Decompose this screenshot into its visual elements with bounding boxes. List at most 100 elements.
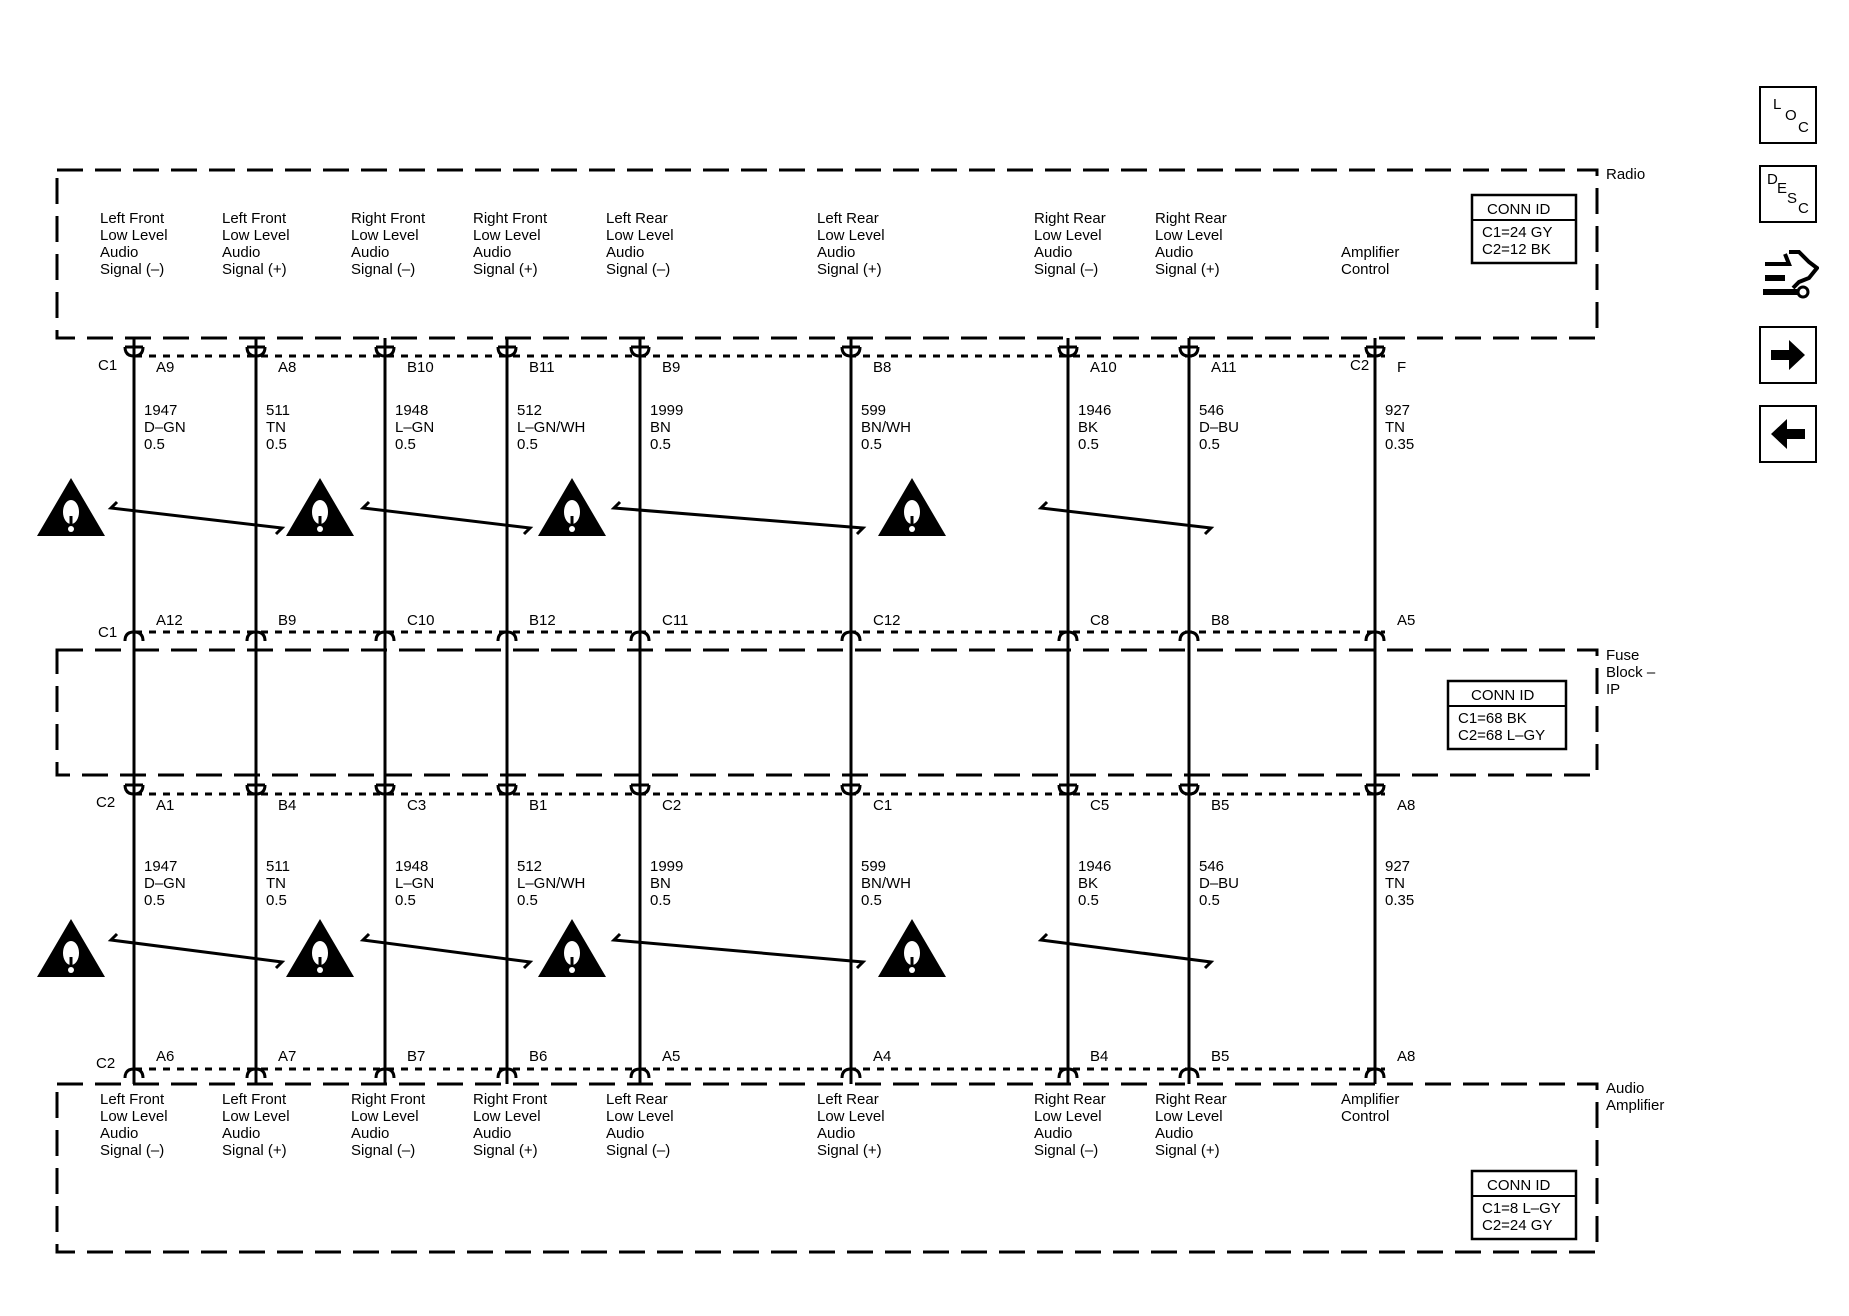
desc-button[interactable]: D E S C: [1759, 165, 1817, 223]
signal-label: Audio: [817, 1125, 855, 1142]
circuit-number: 512: [517, 858, 542, 875]
connector-terminal: [1057, 346, 1079, 358]
warning-icon: [37, 478, 105, 536]
pin-label: C12: [873, 612, 901, 629]
connector-terminal: [374, 630, 396, 642]
wire-size: 0.5: [266, 436, 287, 453]
pin-label: B9: [662, 359, 680, 376]
signal-label: Signal (–): [100, 1142, 164, 1159]
pin-label: B12: [529, 612, 556, 629]
fuse-conn-id-title: CONN ID: [1471, 687, 1535, 704]
warning-icon: [878, 919, 946, 977]
loc-letter-l: L: [1773, 96, 1782, 113]
pin-label: B4: [1090, 1048, 1108, 1065]
pin-label: A1: [156, 797, 174, 814]
wire-color: L–GN: [395, 875, 434, 892]
connector-terminal: [374, 784, 396, 796]
signal-label: Signal (+): [1155, 1142, 1220, 1159]
circuit-number: 1948: [395, 402, 428, 419]
pin-label: B5: [1211, 1048, 1229, 1065]
pin-label: A5: [1397, 612, 1415, 629]
circuit-number: 1947: [144, 402, 177, 419]
signal-label: Right Rear: [1155, 1091, 1227, 1108]
signal-label: Low Level: [606, 1108, 674, 1125]
pin-label: B6: [529, 1048, 547, 1065]
warning-icon: [538, 919, 606, 977]
pin-label: C2: [662, 797, 681, 814]
radio-conn-id-box: CONN ID C1=24 GY C2=12 BK: [1470, 193, 1578, 265]
arrow-left-button[interactable]: [1759, 405, 1817, 463]
pin-label: C3: [407, 797, 426, 814]
signal-label: Audio: [100, 1125, 138, 1142]
wire-size: 0.5: [395, 892, 416, 909]
connector-terminal: [1364, 346, 1386, 358]
signal-label: Signal (+): [817, 261, 882, 278]
signal-label: Signal (–): [100, 261, 164, 278]
loc-letter-c: C: [1798, 119, 1809, 136]
schematic-icon[interactable]: [1759, 244, 1820, 304]
signal-label: Audio: [606, 1125, 644, 1142]
desc-letter-s: S: [1787, 190, 1798, 207]
wire-color: BN/WH: [861, 419, 911, 436]
wire-size: 0.5: [517, 436, 538, 453]
wire-color: TN: [266, 419, 286, 436]
connector-terminal: [374, 346, 396, 358]
connector-terminal: [245, 784, 267, 796]
pin-label: F: [1397, 359, 1406, 376]
connector-terminal: [629, 630, 651, 642]
wire-color: BN: [650, 419, 671, 436]
wire-color: D–GN: [144, 419, 186, 436]
connector-terminal: [245, 1067, 267, 1079]
twisted-pair-marker: [107, 500, 286, 536]
wire-color: BK: [1078, 875, 1098, 892]
twisted-pair-marker: [359, 932, 534, 970]
wire-size: 0.5: [144, 892, 165, 909]
circuit-number: 1947: [144, 858, 177, 875]
connector-terminal: [629, 784, 651, 796]
signal-label: Signal (+): [1155, 261, 1220, 278]
amplifier-name-line-2: Amplifier: [1606, 1097, 1664, 1114]
connector-terminal: [123, 784, 145, 796]
twisted-pair-marker: [1037, 500, 1215, 536]
signal-label: Low Level: [1155, 227, 1223, 244]
loc-letter-o: O: [1785, 107, 1797, 124]
circuit-number: 1946: [1078, 402, 1111, 419]
circuit-number: 1946: [1078, 858, 1111, 875]
signal-label: Signal (–): [606, 1142, 670, 1159]
pin-label: A8: [1397, 1048, 1415, 1065]
arrow-right-button[interactable]: [1759, 326, 1817, 384]
circuit-number: 927: [1385, 858, 1410, 875]
wire-size: 0.5: [517, 892, 538, 909]
pin-label: B5: [1211, 797, 1229, 814]
signal-label: Left Rear: [817, 1091, 879, 1108]
circuit-number: 546: [1199, 402, 1224, 419]
connector-terminal: [840, 1067, 862, 1079]
warning-icon: [286, 919, 354, 977]
connector-terminal: [840, 346, 862, 358]
pin-label: B8: [1211, 612, 1229, 629]
radio-conn-id-line-2: C2=12 BK: [1482, 241, 1551, 258]
connector-terminal: [1178, 346, 1200, 358]
wire-color: L–GN: [395, 419, 434, 436]
arrow-right-icon: [1771, 340, 1805, 370]
pin-label: B11: [529, 359, 555, 376]
wire-color: D–GN: [144, 875, 186, 892]
signal-label: Left Front: [100, 1091, 165, 1108]
signal-label: Low Level: [100, 227, 168, 244]
signal-label: Amplifier: [1341, 244, 1399, 261]
circuit-number: 512: [517, 402, 542, 419]
pin-label: B7: [407, 1048, 425, 1065]
twisted-pair-layer: [37, 478, 1215, 977]
signal-label: Low Level: [100, 1108, 168, 1125]
fuse-block-name-line-2: Block –: [1606, 664, 1656, 681]
signal-label: Low Level: [1034, 227, 1102, 244]
signal-label: Audio: [222, 1125, 260, 1142]
wire-size: 0.5: [266, 892, 287, 909]
radio-conn-id-title: CONN ID: [1487, 201, 1551, 218]
fuse-conn-id-line-1: C1=68 BK: [1458, 710, 1527, 727]
connector-terminal: [123, 346, 145, 358]
pin-label: C8: [1090, 612, 1109, 629]
arrow-left-icon: [1771, 419, 1805, 449]
loc-button[interactable]: L O C: [1759, 86, 1817, 144]
signal-label: Signal (+): [817, 1142, 882, 1159]
